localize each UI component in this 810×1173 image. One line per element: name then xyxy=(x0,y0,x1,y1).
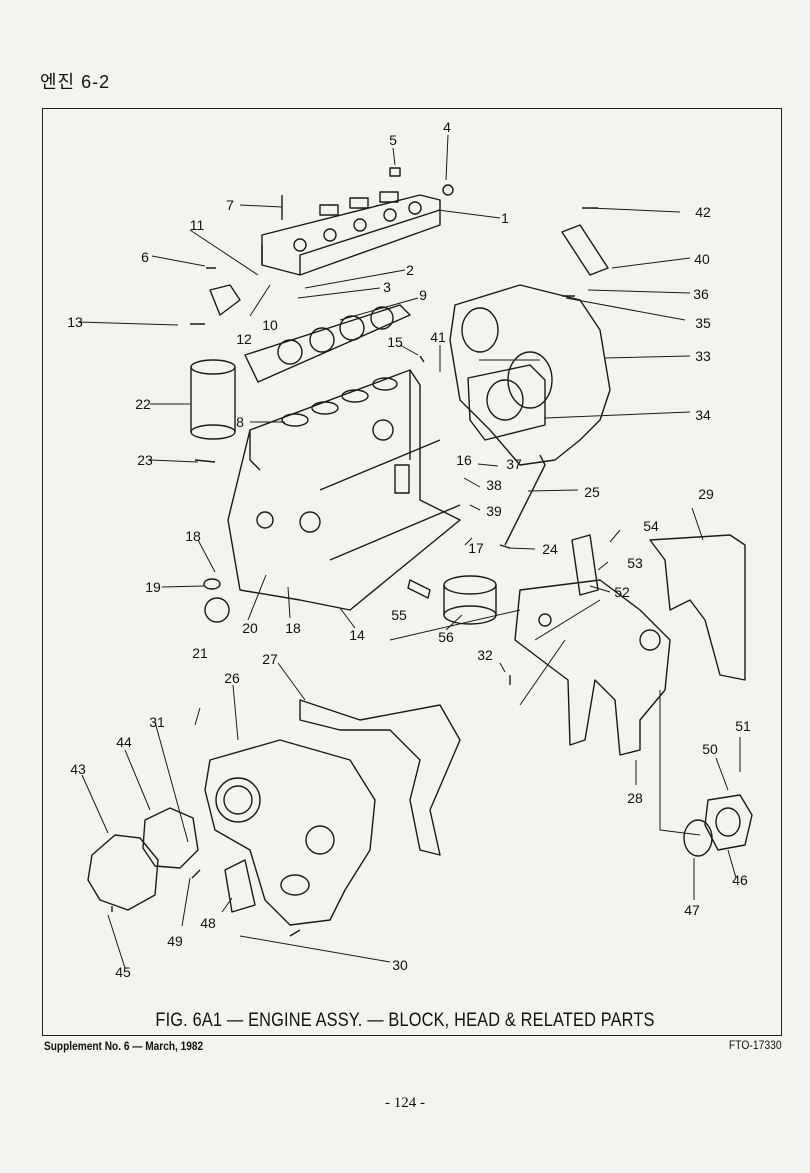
callout-38: 38 xyxy=(486,477,502,493)
callout-33: 33 xyxy=(695,348,711,364)
oil-pipe-56 xyxy=(407,579,431,599)
callout-31: 31 xyxy=(149,714,165,730)
callout-39: 39 xyxy=(486,503,502,519)
small-plate xyxy=(224,859,256,913)
callout-4: 4 xyxy=(443,119,451,135)
seal-housing xyxy=(704,794,753,851)
callout-13: 13 xyxy=(67,314,83,330)
rear-seal-retainer xyxy=(467,364,546,441)
callout-7: 7 xyxy=(226,197,234,213)
callout-16: 16 xyxy=(456,452,472,468)
page-header: 엔진 6-2 xyxy=(40,72,111,92)
supplement-note: Supplement No. 6 — March, 1982 xyxy=(44,1041,204,1053)
callout-55: 55 xyxy=(391,607,407,623)
dipstick xyxy=(499,454,546,549)
seal-21 xyxy=(204,597,230,623)
callout-50: 50 xyxy=(702,741,718,757)
callout-21: 21 xyxy=(192,645,208,661)
gasket-ring xyxy=(142,807,199,869)
callout-54: 54 xyxy=(643,518,659,534)
oil-seal xyxy=(683,819,713,857)
callout-22: 22 xyxy=(135,396,151,412)
callout-8: 8 xyxy=(236,414,244,430)
callout-29: 29 xyxy=(698,486,714,502)
callout-37: 37 xyxy=(506,456,522,472)
callout-35: 35 xyxy=(695,315,711,331)
callout-17: 17 xyxy=(468,540,484,556)
callout-47: 47 xyxy=(684,902,700,918)
callout-15: 15 xyxy=(387,334,403,350)
cylinder-head xyxy=(261,191,441,276)
page-number: - 124 - xyxy=(385,1095,425,1111)
callout-48: 48 xyxy=(200,915,216,931)
cylinder-liner xyxy=(190,359,236,440)
plug-19 xyxy=(203,578,221,590)
callout-5: 5 xyxy=(389,132,397,148)
callout-28: 28 xyxy=(627,790,643,806)
callout-56: 56 xyxy=(438,629,454,645)
callout-46: 46 xyxy=(732,872,748,888)
water-outlet-pipe xyxy=(209,284,241,316)
callout-52: 52 xyxy=(614,584,630,600)
callout-24: 24 xyxy=(542,541,558,557)
callout-12: 12 xyxy=(236,331,252,347)
figure-caption: FIG. 6A1 — ENGINE ASSY. — BLOCK, HEAD & … xyxy=(155,1010,655,1031)
plug-4 xyxy=(442,184,454,196)
drain-cock-23 xyxy=(194,459,216,463)
callout-40: 40 xyxy=(694,251,710,267)
timing-cover-gasket xyxy=(299,699,461,856)
front-plate-gasket xyxy=(649,534,746,681)
cover-plate xyxy=(561,224,609,276)
oil-filter xyxy=(443,575,497,625)
engine-block xyxy=(227,369,461,611)
callout-14: 14 xyxy=(349,627,365,643)
callout-32: 32 xyxy=(477,647,493,663)
bracket-plate xyxy=(571,534,599,596)
cap-5 xyxy=(389,167,401,177)
callout-53: 53 xyxy=(627,555,643,571)
callout-51: 51 xyxy=(735,718,751,734)
callout-2: 2 xyxy=(406,262,414,278)
callout-18: 18 xyxy=(285,620,301,636)
callout-11: 11 xyxy=(190,217,205,233)
callout-30: 30 xyxy=(392,957,408,973)
callout-1: 1 xyxy=(501,210,509,226)
callout-20: 20 xyxy=(242,620,258,636)
callout-44: 44 xyxy=(116,734,132,750)
callout-10: 10 xyxy=(262,317,278,333)
callout-45: 45 xyxy=(115,964,131,980)
callout-3: 3 xyxy=(383,279,391,295)
callout-25: 25 xyxy=(584,484,600,500)
callout-42: 42 xyxy=(695,204,711,220)
head-gasket xyxy=(244,304,411,383)
callout-34: 34 xyxy=(695,407,711,423)
callout-41: 41 xyxy=(430,329,446,345)
callout-6: 6 xyxy=(141,249,149,265)
front-plate xyxy=(514,579,671,756)
callout-18: 18 xyxy=(185,528,201,544)
figure-frame xyxy=(42,108,782,1036)
callout-23: 23 xyxy=(137,452,153,468)
rear-cover-plate xyxy=(87,834,159,911)
callout-36: 36 xyxy=(693,286,709,302)
callout-19: 19 xyxy=(145,579,161,595)
callout-49: 49 xyxy=(167,933,183,949)
callout-9: 9 xyxy=(419,287,427,303)
figure-code: FTO-17330 xyxy=(729,1040,782,1052)
flywheel-housing xyxy=(449,284,611,466)
timing-cover xyxy=(204,739,376,926)
callout-26: 26 xyxy=(224,670,240,686)
callout-27: 27 xyxy=(262,651,278,667)
part-callouts: 1234567891011121314151617181819202122232… xyxy=(67,119,751,980)
fasteners xyxy=(111,195,598,937)
callout-43: 43 xyxy=(70,761,86,777)
